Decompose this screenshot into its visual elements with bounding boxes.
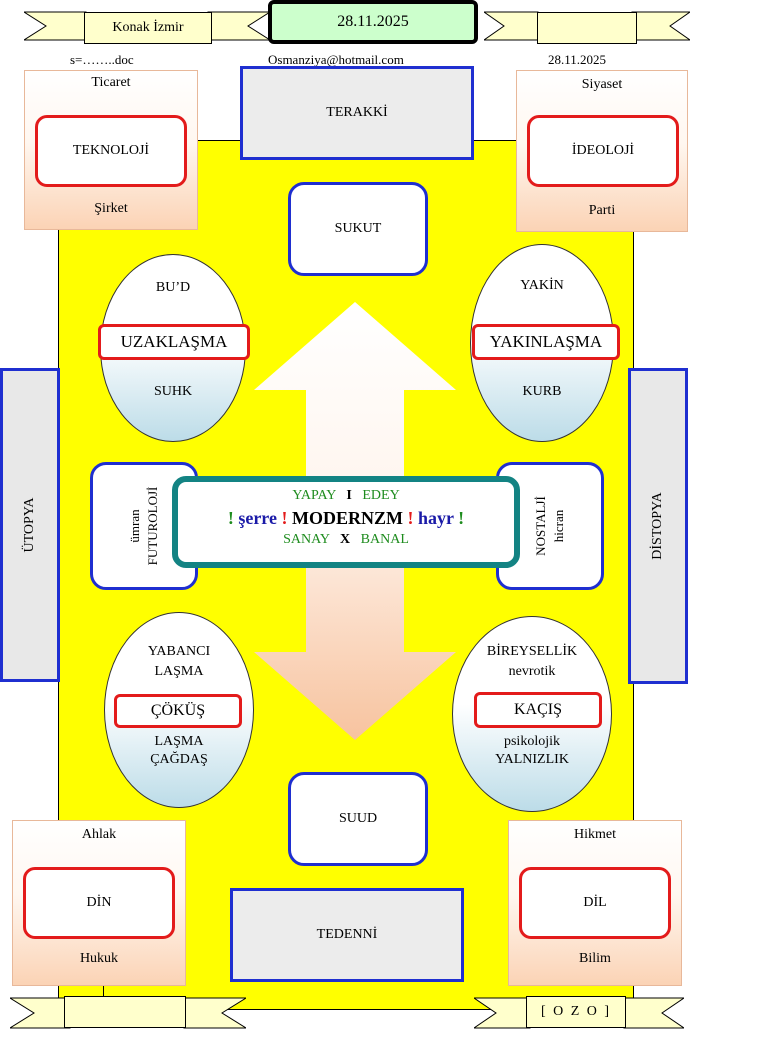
utopya-label: ÜTOPYA bbox=[22, 497, 37, 553]
futurology-label: ümran FUTUROLOJİ bbox=[126, 487, 162, 566]
right-date-label: 28.11.2025 bbox=[548, 52, 607, 67]
panel-ideoloji-top: Siyaset bbox=[581, 77, 623, 92]
panel-ideoloji: Siyaset İDEOLOJİ Parti bbox=[516, 70, 688, 232]
bottom-left-ribbon-box bbox=[64, 996, 186, 1028]
uzaklasma-top: BU’D bbox=[155, 280, 191, 295]
panel-dil-bottom: Bilim bbox=[579, 951, 611, 966]
panel-dil: Hikmet DİL Bilim bbox=[508, 820, 682, 986]
center-line2: ! şerre ! MODERNZM ! hayr ! bbox=[178, 508, 514, 529]
futurology-line1: ümran bbox=[127, 509, 142, 543]
kacis-box: KAÇIŞ bbox=[474, 692, 602, 728]
panel-ideoloji-bottom: Parti bbox=[588, 203, 616, 218]
ribbon-top-right bbox=[484, 11, 690, 41]
center-line3: SANAY X BANAL bbox=[178, 532, 514, 548]
modernizm-title: MODERNZM bbox=[291, 508, 403, 528]
kacis-top2: nevrotik bbox=[508, 664, 556, 679]
edey-label: EDEY bbox=[362, 488, 400, 503]
yapay-label: YAPAY bbox=[292, 488, 336, 503]
cokus-bottom2: ÇAĞDAŞ bbox=[150, 752, 208, 767]
main-date: 28.11.2025 bbox=[268, 0, 478, 44]
right-ribbon-box bbox=[537, 12, 637, 44]
ribbon-bottom-left bbox=[10, 997, 246, 1029]
ribbon-bottom-right bbox=[474, 997, 684, 1029]
distopya-bar: DİSTOPYA bbox=[628, 368, 688, 684]
panel-teknoloji-bottom: Şirket bbox=[94, 201, 128, 216]
sukut-box: SUKUT bbox=[288, 182, 428, 276]
kacis-bottom2: YALNIZLIK bbox=[495, 752, 569, 767]
teknoloji-box: TEKNOLOJİ bbox=[35, 115, 187, 187]
email-label: Osmanziya@hotmail.com bbox=[268, 52, 404, 67]
excl-1: ! bbox=[227, 508, 234, 528]
location-label: Konak İzmir bbox=[84, 12, 212, 44]
tedenni-box: TEDENNİ bbox=[230, 888, 464, 982]
din-box: DİN bbox=[23, 867, 175, 939]
signature-box: [ O Z O ] bbox=[526, 996, 626, 1028]
nostalji-label: NOSTALJİ hicran bbox=[532, 496, 568, 556]
kacis-top1: BİREYSELLİK bbox=[486, 644, 578, 659]
modernizm-box: YAPAY I EDEY ! şerre ! MODERNZM ! hayr !… bbox=[172, 476, 520, 568]
uzaklasma-box: UZAKLAŞMA bbox=[98, 324, 250, 360]
uzaklasma-bottom: SUHK bbox=[153, 384, 193, 399]
hayr-label: hayr bbox=[417, 508, 454, 528]
panel-teknoloji-top: Ticaret bbox=[91, 75, 131, 90]
yakinlasma-bottom: KURB bbox=[522, 384, 562, 399]
terakki-box: TERAKKİ bbox=[240, 66, 474, 160]
panel-din-bottom: Hukuk bbox=[79, 951, 119, 966]
line1-separator: I bbox=[346, 488, 352, 503]
nostalji-line2: hicran bbox=[551, 509, 566, 543]
cokus-bottom1: LAŞMA bbox=[154, 734, 204, 749]
ideoloji-box: İDEOLOJİ bbox=[527, 115, 679, 187]
kacis-bottom1: psikolojik bbox=[503, 734, 560, 749]
excl-3: ! bbox=[407, 508, 414, 528]
excl-4: ! bbox=[458, 508, 465, 528]
yakinlasma-box: YAKINLAŞMA bbox=[472, 324, 620, 360]
futurology-line2: FUTUROLOJİ bbox=[145, 486, 160, 566]
center-line1: YAPAY I EDEY bbox=[178, 488, 514, 504]
utopya-bar: ÜTOPYA bbox=[0, 368, 60, 682]
serre-label: şerre bbox=[238, 508, 277, 528]
nostalji-line1: NOSTALJİ bbox=[533, 496, 548, 556]
suud-box: SUUD bbox=[288, 772, 428, 866]
cokus-box: ÇÖKÜŞ bbox=[114, 694, 242, 728]
panel-dil-top: Hikmet bbox=[574, 827, 616, 842]
cokus-top1: YABANCI bbox=[147, 644, 211, 659]
panel-teknoloji: Ticaret TEKNOLOJİ Şirket bbox=[24, 70, 198, 230]
panel-din: Ahlak DİN Hukuk bbox=[12, 820, 186, 986]
excl-2: ! bbox=[281, 508, 288, 528]
panel-din-top: Ahlak bbox=[81, 827, 117, 842]
line3-separator: X bbox=[340, 532, 351, 547]
yakinlasma-top: YAKİN bbox=[520, 278, 564, 293]
distopya-label: DİSTOPYA bbox=[650, 492, 665, 560]
banal-label: BANAL bbox=[360, 532, 409, 547]
doc-label: s=……..doc bbox=[70, 52, 134, 67]
sanay-label: SANAY bbox=[283, 532, 330, 547]
cokus-top2: LAŞMA bbox=[154, 664, 204, 679]
dil-box: DİL bbox=[519, 867, 671, 939]
